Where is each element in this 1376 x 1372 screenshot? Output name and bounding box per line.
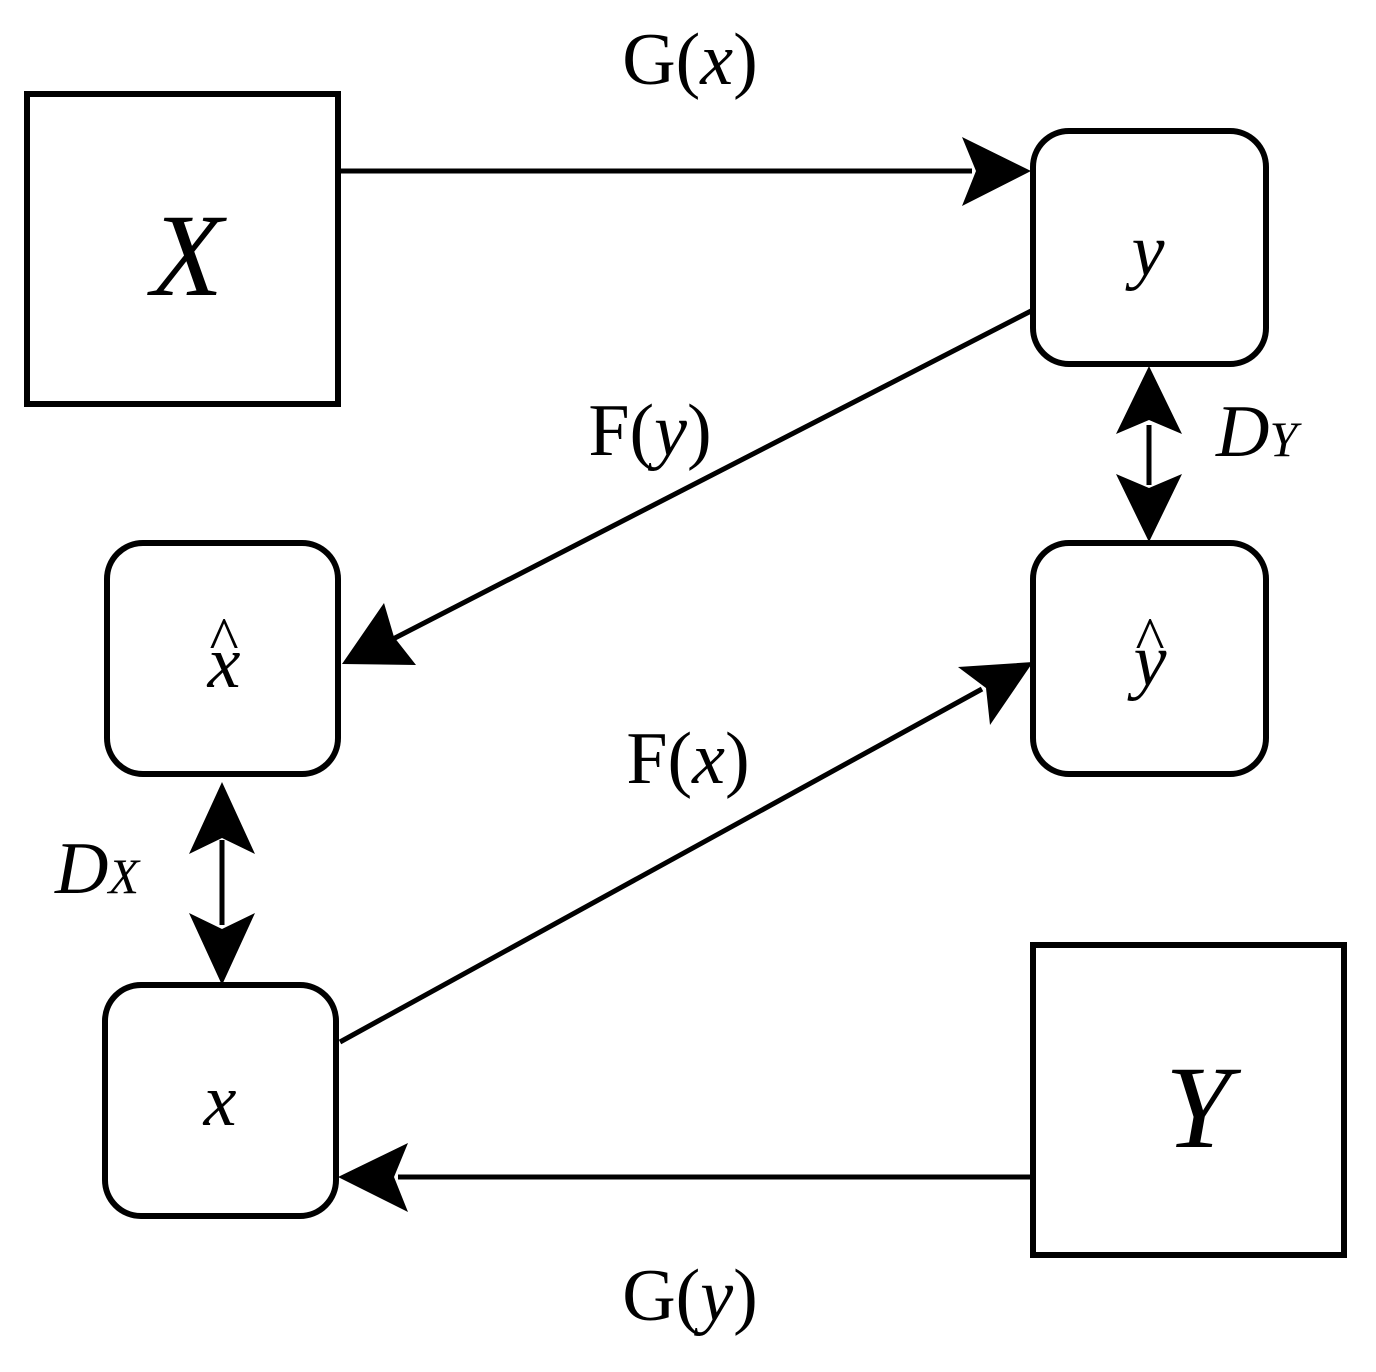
dx-label: DX xyxy=(54,828,141,910)
edge-f-y-line xyxy=(391,307,1035,642)
edge-f-x: F(x) xyxy=(338,662,1033,1045)
edge-g-x-label: G(x) xyxy=(622,19,758,101)
recon-x-hat-icon: ^ xyxy=(209,606,238,674)
recon-y-hat-icon: ^ xyxy=(1135,606,1164,674)
sample-y-box xyxy=(1030,128,1269,367)
recon-x-box xyxy=(104,540,341,777)
dy-arrowhead-up-icon xyxy=(1116,366,1182,434)
recon-y-box xyxy=(1030,540,1269,777)
edge-f-x-line xyxy=(338,686,984,1045)
edge-f-x-arrowhead-icon xyxy=(958,662,1033,725)
dx-arrowhead-up-icon xyxy=(189,782,255,854)
dy-arrowhead-down-icon xyxy=(1116,474,1182,542)
edge-f-y-arrowhead-icon xyxy=(342,603,416,665)
domain-y-node: Y xyxy=(1030,942,1347,1258)
discriminator-dx: DX xyxy=(54,782,255,985)
domain-y-box xyxy=(1030,942,1347,1258)
dx-arrowhead-down-icon xyxy=(189,913,255,985)
edge-g-y: G(y) xyxy=(338,1143,1033,1337)
domain-x-label: X xyxy=(147,190,227,321)
edge-g-y-label: G(y) xyxy=(622,1255,758,1337)
sample-x-label: x xyxy=(203,1060,237,1142)
recon-y-label: y xyxy=(1127,620,1167,702)
sample-x-box xyxy=(102,982,339,1219)
domain-y-label: Y xyxy=(1165,1042,1242,1173)
edge-g-y-arrowhead-icon xyxy=(338,1143,408,1212)
dy-label: DY xyxy=(1215,391,1302,473)
edge-f-y: F(y) xyxy=(342,307,1035,665)
sample-y-node: y xyxy=(1030,128,1269,367)
sample-y-label: y xyxy=(1125,210,1165,292)
edge-f-y-label: F(y) xyxy=(588,390,711,472)
edge-g-x-arrowhead-icon xyxy=(962,137,1031,206)
domain-x-node: X xyxy=(24,91,341,407)
recon-x-label: x xyxy=(207,622,241,704)
edge-f-x-label: F(x) xyxy=(626,718,749,800)
sample-x-node: x xyxy=(102,982,339,1219)
edge-g-x: G(x) xyxy=(338,19,1031,206)
recon-x-node: x ^ xyxy=(104,540,341,777)
recon-y-node: y ^ xyxy=(1030,540,1269,777)
domain-x-box xyxy=(24,91,341,407)
discriminator-dy: DY xyxy=(1116,366,1302,542)
